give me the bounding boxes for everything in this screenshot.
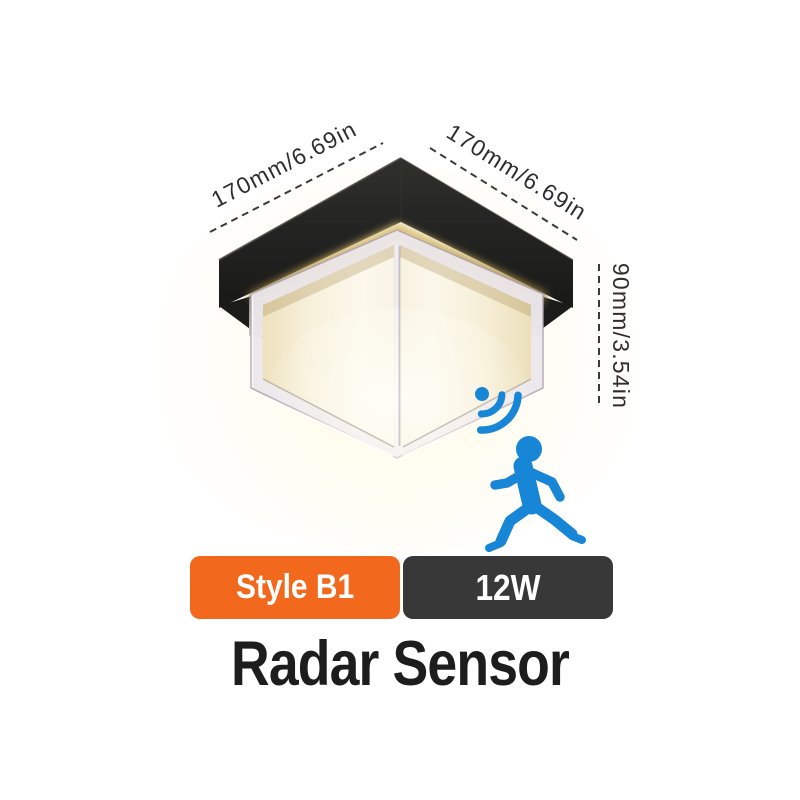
dimension-lines [209,142,600,408]
dimension-line-top-left [209,142,384,233]
wattage-badge-label: 12W [475,566,541,608]
badge-row: Style B1 12W [190,556,613,619]
running-person-icon [485,436,586,552]
lamp-diffuser [262,245,532,484]
radar-waves-icon [475,387,522,434]
style-badge: Style B1 [190,556,400,619]
product-title: Radar Sensor [230,629,570,699]
wattage-badge: 12W [403,556,613,619]
dimension-line-top-right [429,147,578,241]
style-badge-label: Style B1 [235,568,355,606]
dimension-label-height: 90mm/3.54in [608,262,634,410]
